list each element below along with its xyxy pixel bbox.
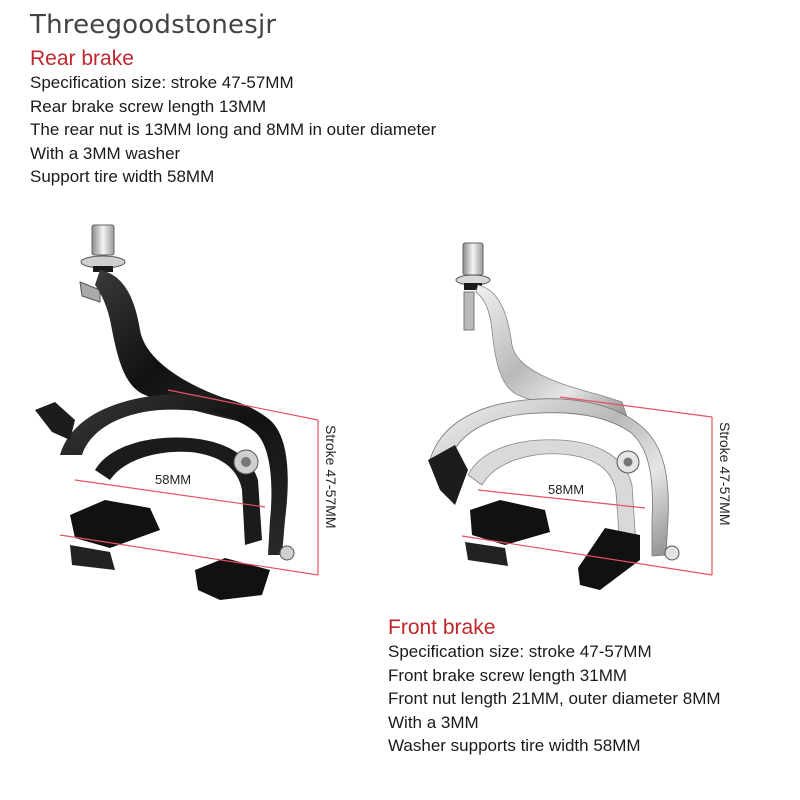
front-brake-spec-block: Front brake Specification size: stroke 4…	[388, 616, 721, 758]
front-brake-caliper	[428, 242, 680, 590]
rear-spec-line: Support tire width 58MM	[30, 167, 215, 187]
rear-stroke-label: Stroke 47-57MM	[323, 425, 339, 528]
rear-width-label: 58MM	[155, 472, 191, 487]
brand-name: Threegoodstonesjr	[30, 10, 277, 40]
rear-brake-caliper	[35, 224, 295, 600]
front-brake-spec-list: Specification size: stroke 47-57MM Front…	[388, 640, 721, 758]
front-stroke-label: Stroke 47-57MM	[717, 422, 733, 525]
front-threaded-stud	[463, 291, 475, 331]
front-spec-line: With a 3MM	[388, 712, 479, 732]
front-width-line	[477, 489, 646, 509]
rear-width-line	[74, 479, 266, 508]
rear-measurement-lines	[59, 389, 319, 576]
front-spec-line: Front nut length 21MM, outer diameter 8M…	[388, 689, 721, 709]
rear-brake-title: Rear brake	[30, 47, 134, 70]
rear-spec-line: Rear brake screw length 13MM	[30, 96, 267, 116]
front-measurement-lines	[461, 396, 713, 576]
front-bolt-nut	[462, 242, 484, 276]
rear-spec-line: Specification size: stroke 47-57MM	[30, 73, 294, 92]
front-brake-title: Front brake	[388, 616, 496, 639]
rear-threaded-stud	[79, 281, 101, 303]
rear-spec-line: The rear nut is 13MM long and 8MM in out…	[30, 120, 437, 140]
rear-brake-spec-block: Rear brake Specification size: stroke 47…	[30, 47, 436, 189]
rear-bolt-nut	[91, 224, 115, 256]
rear-spec-line: With a 3MM washer	[30, 143, 181, 163]
front-width-label: 58MM	[548, 482, 584, 497]
front-spec-line: Front brake screw length 31MM	[388, 665, 628, 685]
rear-brake-spec-list: Specification size: stroke 47-57MM Rear …	[30, 71, 436, 189]
front-spec-line: Washer supports tire width 58MM	[388, 736, 641, 756]
front-spec-line: Specification size: stroke 47-57MM	[388, 642, 652, 661]
